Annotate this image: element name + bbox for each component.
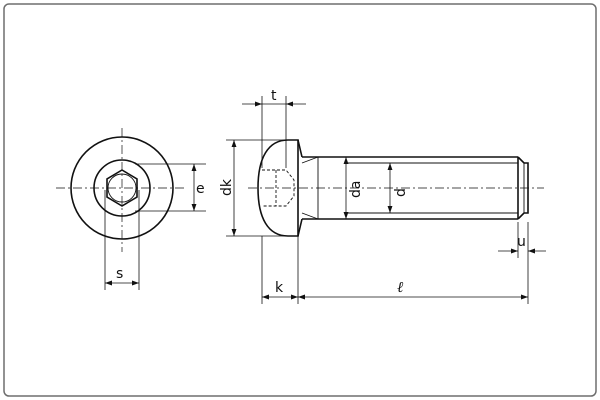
dim-e-label: e	[196, 181, 205, 197]
dim-d-label: d	[393, 188, 409, 197]
dim-da-label: da	[348, 181, 364, 198]
head-outer-circle	[70, 136, 174, 240]
hex-socket	[106, 169, 138, 207]
dim-length-label: ℓ	[397, 278, 403, 296]
dim-dk-label: dk	[219, 178, 235, 196]
head-thread-chamfer-top	[297, 139, 303, 158]
head-thread-chamfer-bottom	[297, 218, 303, 237]
end-view: e s	[56, 128, 206, 290]
dim-k-label: k	[275, 280, 284, 296]
screw-point	[517, 156, 529, 220]
socket-recess-circle	[93, 159, 151, 217]
side-view: dk t da d u k ℓ	[219, 88, 546, 304]
underhead-fillet-top	[301, 156, 319, 164]
dim-s-label: s	[116, 266, 123, 282]
hex-inner-circle	[107, 173, 137, 203]
hidden-socket-outline	[262, 169, 295, 207]
dim-u-label: u	[517, 234, 526, 250]
underhead-fillet-bottom	[301, 212, 319, 220]
button-head-outline	[257, 139, 299, 237]
dim-t-label: t	[271, 88, 277, 104]
drawing-frame	[3, 3, 597, 397]
